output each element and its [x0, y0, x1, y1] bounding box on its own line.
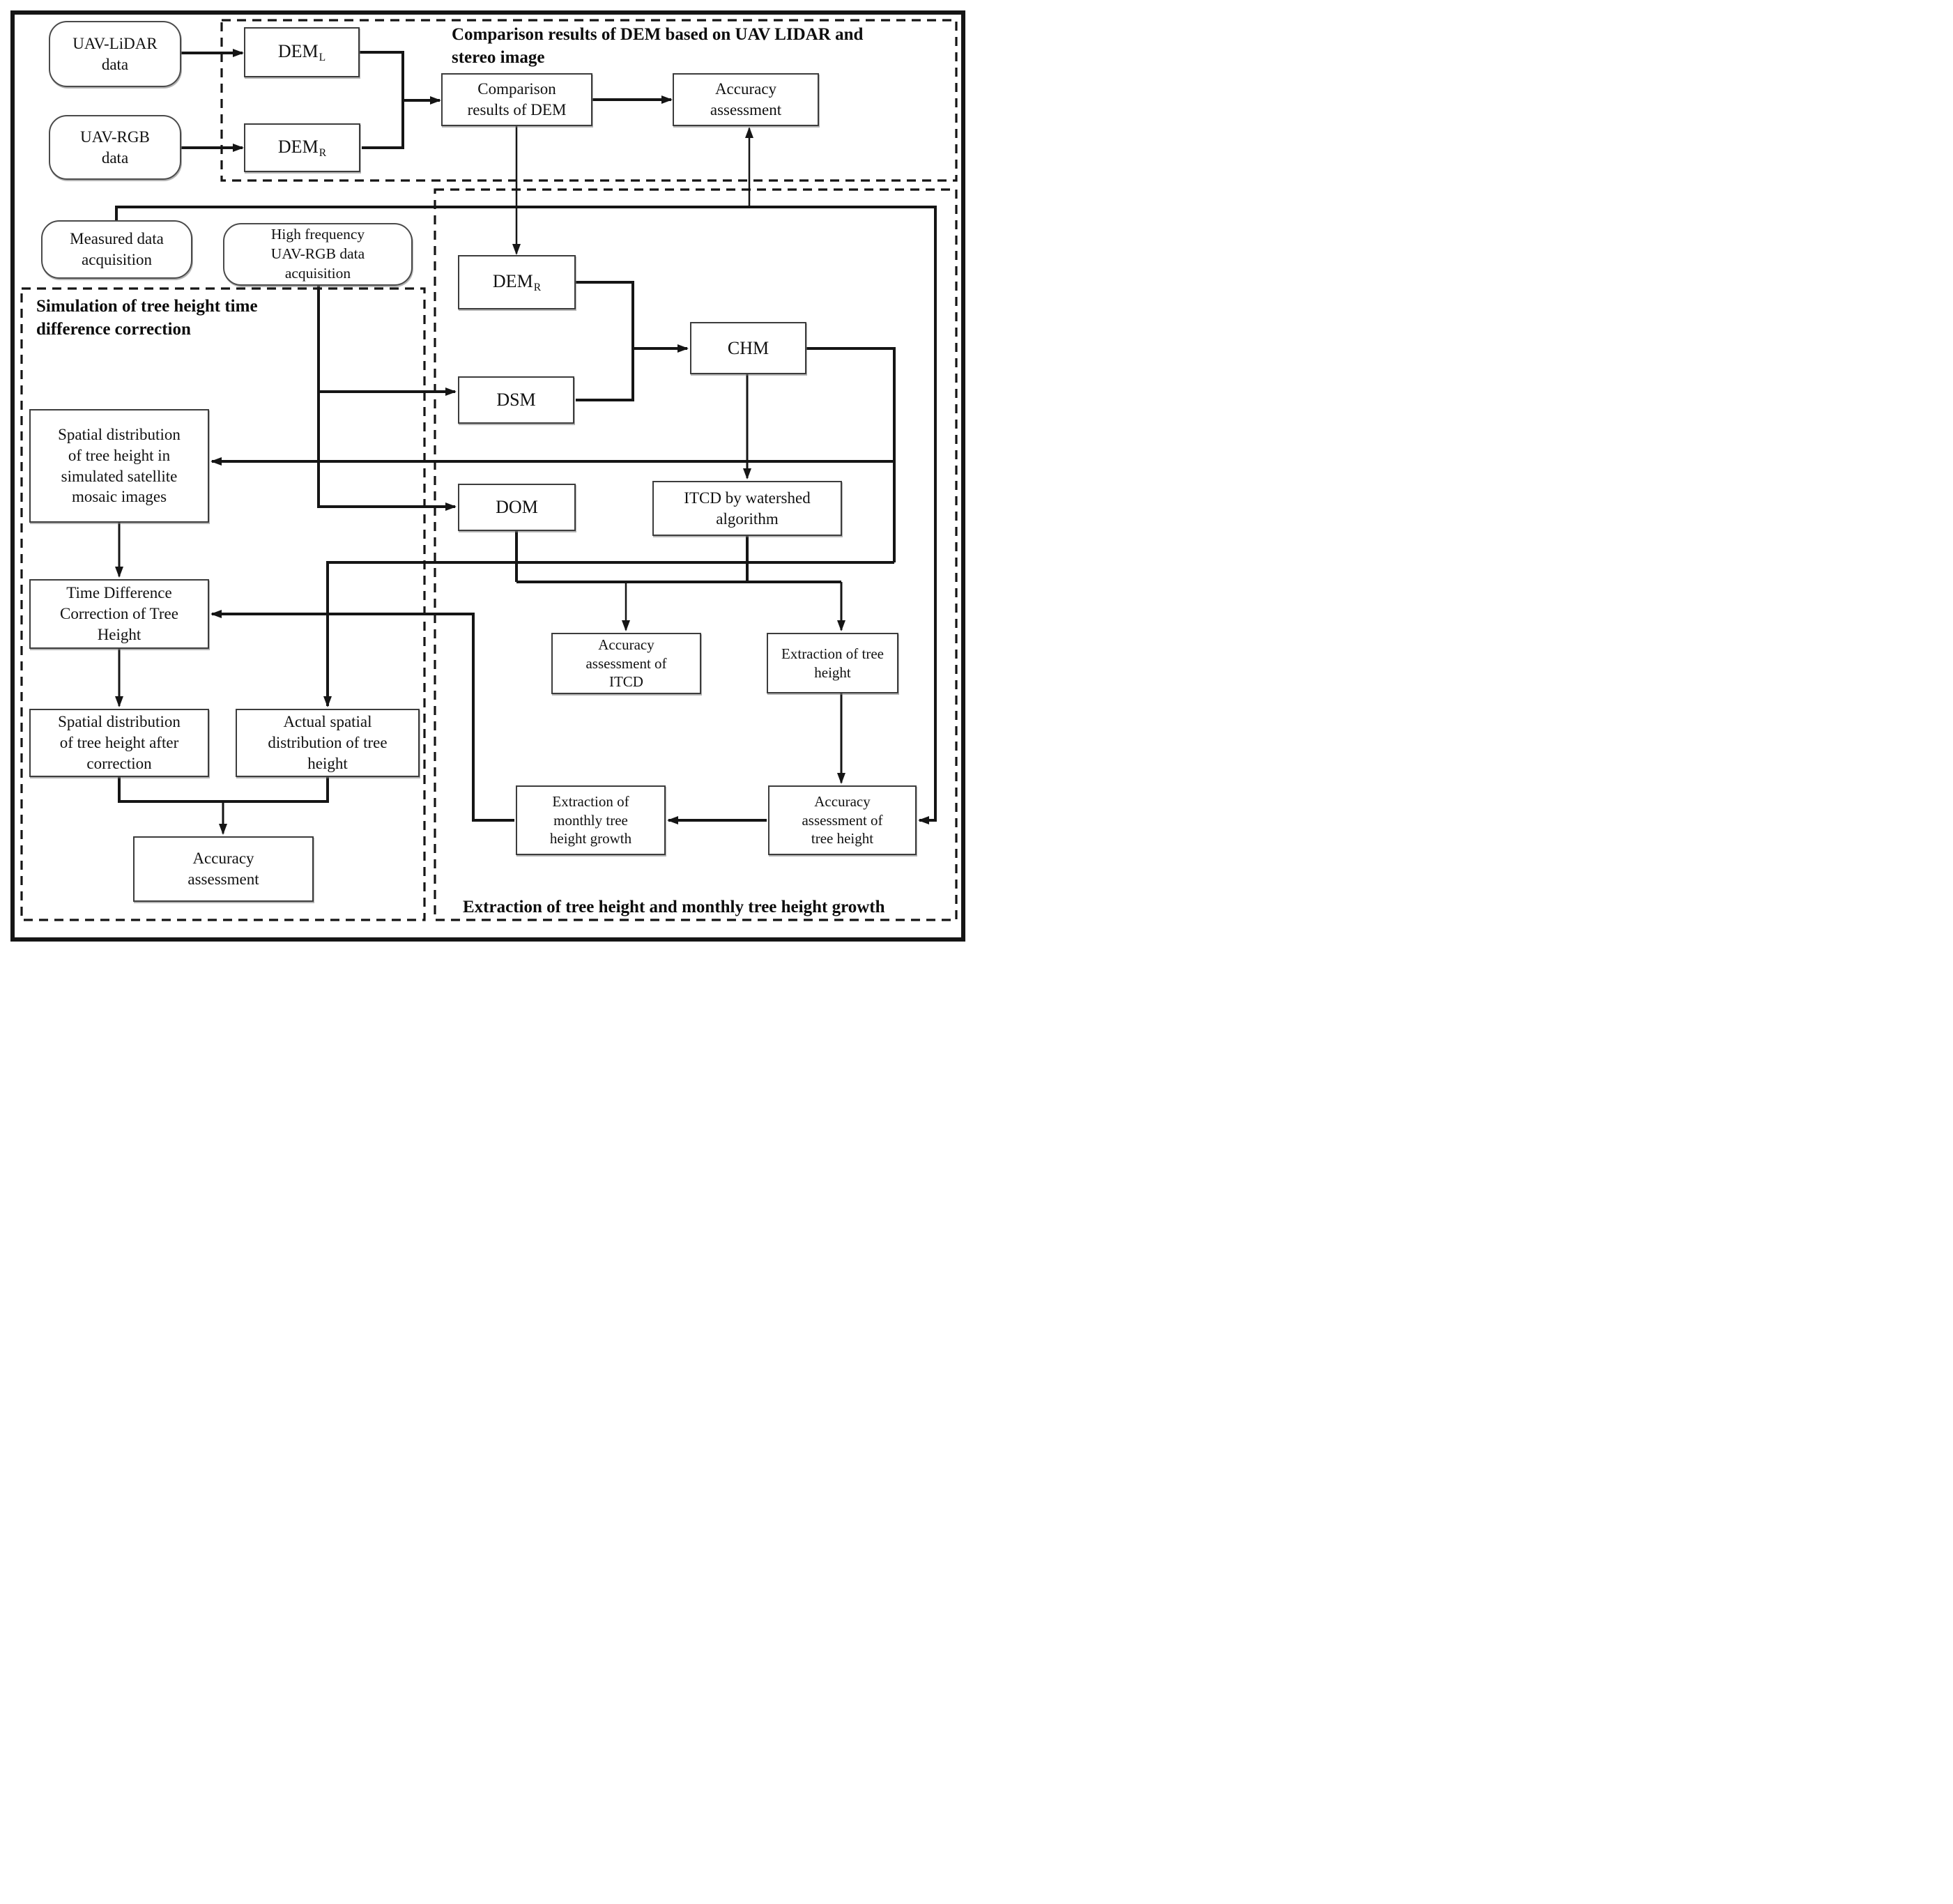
node-itcd-watershed: ITCD by watershed algorithm [652, 481, 842, 536]
edge-chm-to-feedback_column [806, 347, 896, 562]
edge-feedback_column-to-actual_spatial [323, 561, 894, 707]
edge-dem_l-to-dem_merge [360, 51, 404, 149]
node-extraction-monthly-growth: Extraction of monthly tree height growth [516, 785, 666, 855]
region-title-dem-comparison: Comparison results of DEM based on UAV L… [452, 25, 864, 67]
region-title-extraction: Extraction of tree height and monthly tr… [463, 898, 885, 916]
edge-dem_r_mid_and_dsm-to-chm_merge [576, 281, 634, 401]
node-uav-rgb-data: UAV-RGB data [49, 115, 181, 180]
node-dem-l: DEML [244, 27, 360, 77]
node-accuracy-assessment-simulation: Accuracy assessment [133, 836, 314, 902]
region-simulation [20, 287, 426, 921]
edge-spatial_after_and_actual-to-bottom_merge [118, 777, 329, 803]
node-spatial-distribution-simulated: Spatial distribution of tree height in s… [29, 409, 209, 523]
node-chm: CHM [690, 322, 806, 374]
edge-extract_monthly-to-time_diff [210, 610, 514, 822]
node-dem-r: DEMR [458, 255, 576, 309]
node-time-difference-correction: Time Difference Correction of Tree Heigh… [29, 579, 209, 649]
region-dem_comparison [220, 19, 958, 182]
node-accuracy-assessment-tree-height: Accuracy assessment of tree height [768, 785, 917, 855]
node-comparison-results: Comparison results of DEM [441, 73, 592, 126]
node-uav-lidar-data: UAV-LiDAR data [49, 21, 181, 87]
edge-measured-to-aa_th [115, 206, 937, 824]
connector-layer [20, 19, 958, 921]
node-spatial-distribution-corrected: Spatial distribution of tree height afte… [29, 709, 209, 777]
node-accuracy-assessment-itcd: Accuracy assessment of ITCD [551, 633, 701, 694]
node-dsm: DSM [458, 376, 574, 424]
region-extraction [434, 188, 958, 921]
node-actual-spatial-distribution: Actual spatial distribution of tree heig… [236, 709, 420, 777]
region-title-simulation: Simulation of tree height time differenc… [36, 297, 258, 339]
node-high-frequency-uav-rgb: High frequency UAV-RGB data acquisition [223, 223, 413, 286]
flowchart-canvas: Comparison results of DEM based on UAV L… [0, 0, 977, 952]
edge-high_freq-to-dom [317, 392, 457, 511]
node-measured-data: Measured data acquisition [41, 220, 192, 279]
node-dom: DOM [458, 484, 576, 531]
node-accuracy-assessment-dem: Accuracy assessment [673, 73, 819, 126]
node-extraction-tree-height: Extraction of tree height [767, 633, 898, 693]
node-dem-r-stereo: DEMR [244, 123, 360, 172]
